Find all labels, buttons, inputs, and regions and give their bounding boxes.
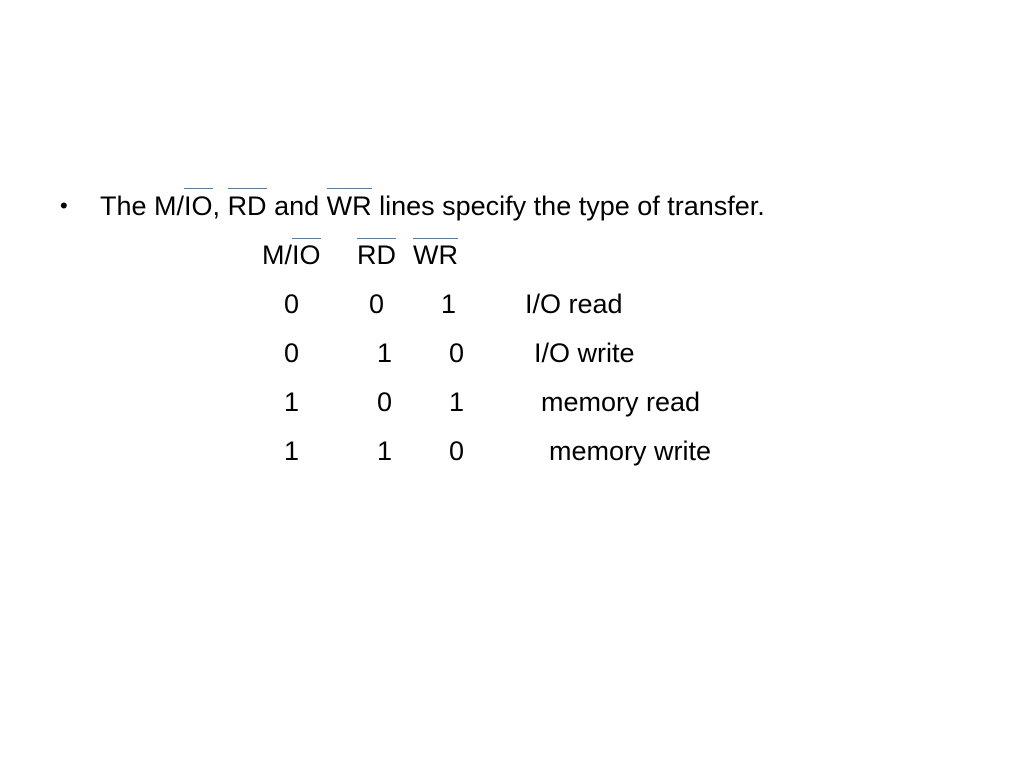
row-3-wr: 0 <box>449 436 465 466</box>
row-3-rd: 1 <box>377 436 393 466</box>
mio-signal-plain: M/ <box>154 191 185 221</box>
bullet-dot: • <box>60 193 68 218</box>
header-rd-overbar: RD <box>357 238 396 270</box>
bullet-prefix: The <box>100 191 155 221</box>
wr-signal-overbar: WR <box>326 188 372 224</box>
row-2-mio: 1 <box>284 387 300 417</box>
header-rd: RD <box>357 238 396 272</box>
bullet-suffix: lines specify the type of transfer. <box>371 191 765 221</box>
row-3-op: memory write <box>549 436 712 466</box>
row-0-mio: 0 <box>284 289 300 319</box>
header-mio-overbar: IO <box>292 238 321 270</box>
row-2-wr: 1 <box>449 387 465 417</box>
rd-signal-overbar: RD <box>227 188 267 224</box>
header-mio: M/IO <box>262 238 321 272</box>
row-1-rd: 1 <box>377 338 393 368</box>
header-mio-plain: M/ <box>262 240 292 270</box>
row-0-rd: 0 <box>369 289 385 319</box>
separator-1: , <box>212 191 228 221</box>
row-1-op: I/O write <box>534 338 635 368</box>
header-wr-overbar: WR <box>413 238 458 270</box>
row-1-mio: 0 <box>284 338 300 368</box>
row-1-wr: 0 <box>449 338 465 368</box>
header-wr: WR <box>413 238 458 272</box>
separator-2: and <box>266 191 327 221</box>
row-0-wr: 1 <box>441 289 457 319</box>
row-0-op: I/O read <box>525 289 623 319</box>
mio-signal-overbar: IO <box>184 188 213 224</box>
row-2-op: memory read <box>541 387 701 417</box>
bullet-text: • The M/IO, RD and WR lines specify the t… <box>60 188 765 224</box>
row-3-mio: 1 <box>284 436 300 466</box>
row-2-rd: 0 <box>377 387 393 417</box>
